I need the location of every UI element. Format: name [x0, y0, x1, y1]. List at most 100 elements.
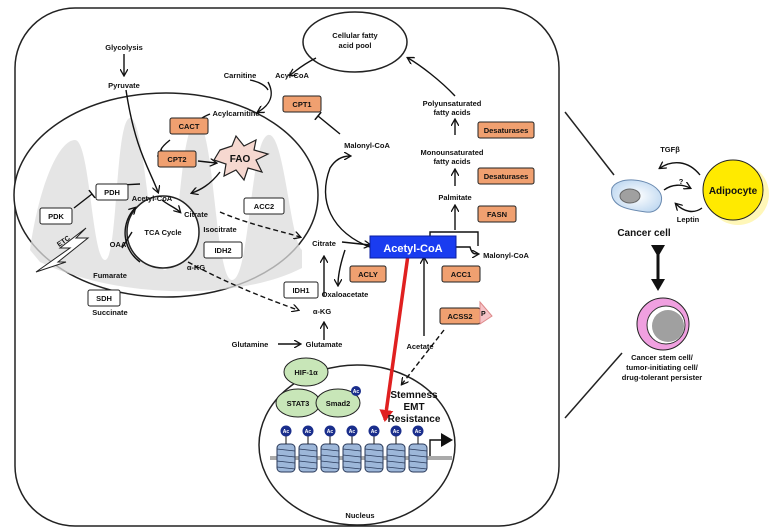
emt-label: EMT	[403, 402, 424, 413]
acetyl-marker-label: Ac	[349, 429, 356, 435]
svg-text:Desaturases: Desaturases	[484, 172, 529, 181]
acetyl-marker-icon	[280, 425, 292, 437]
cancer-cell-icon	[611, 179, 662, 213]
resistance-label: Resistance	[388, 414, 441, 425]
acetyl-marker-label: Ac	[393, 429, 400, 435]
acetyl-marker-label: Ac	[371, 429, 378, 435]
acetyl-marker-icon	[390, 425, 402, 437]
nucleosome: Ac	[386, 425, 406, 473]
stem-cell-label-3: drug-tolerant persister	[622, 373, 703, 382]
idh2-box: IDH2	[203, 241, 243, 259]
fasn-box: FASN	[477, 205, 517, 223]
svg-text:ACC1: ACC1	[451, 270, 471, 279]
svg-text:CPT1: CPT1	[292, 100, 311, 109]
pool-label-1: Cellular fatty	[332, 31, 378, 40]
desaturases-box-2: Desaturases	[477, 167, 535, 185]
acetyl-coa-hub: Acetyl-CoA	[369, 235, 457, 259]
question-label: ?	[679, 177, 684, 186]
tca-cycle	[126, 195, 200, 269]
pdk-box: PDK	[39, 207, 73, 225]
svg-text:Smad2: Smad2	[326, 399, 351, 408]
divider-top	[564, 111, 615, 176]
malonyl-coa-top-label: Malonyl-CoA	[344, 141, 390, 150]
nucleosome: Ac	[342, 425, 362, 473]
nucleosome: Ac	[298, 425, 318, 473]
svg-text:Adipocyte: Adipocyte	[709, 186, 758, 197]
acetyl-marker-label: Ac	[305, 429, 312, 435]
adipocyte-cell: Adipocyte	[702, 159, 769, 225]
svg-text:FASN: FASN	[487, 210, 507, 219]
svg-text:FAO: FAO	[230, 154, 251, 165]
pool-label-2: acid pool	[339, 41, 372, 50]
cpt2-box: CPT2	[157, 150, 197, 168]
glutamate-label: Glutamate	[306, 340, 343, 349]
stem-cell-label-2: tumor-initiating cell/	[626, 363, 699, 372]
acetate-label: Acetate	[406, 342, 433, 351]
svg-text:PDK: PDK	[48, 212, 64, 221]
stem-cell-label-1: Cancer stem cell/	[631, 353, 694, 362]
svg-text:Ac: Ac	[353, 389, 360, 395]
smad2-blob: Smad2 Ac	[315, 386, 361, 418]
acetyl-marker-label: Ac	[327, 429, 334, 435]
svg-text:Acetyl-CoA: Acetyl-CoA	[383, 243, 442, 255]
succinate-label: Succinate	[92, 308, 127, 317]
svg-text:HIF-1α: HIF-1α	[294, 368, 318, 377]
fao-burst-icon: FAO	[213, 134, 270, 182]
tgfb-label: TGFβ	[660, 145, 680, 154]
svg-text:ACLY: ACLY	[358, 270, 378, 279]
glutamine-label: Glutamine	[232, 340, 269, 349]
malonyl-coa-right-label: Malonyl-CoA	[483, 251, 529, 260]
acyl-coa-label: Acyl-CoA	[275, 71, 309, 80]
acetyl-marker-label: Ac	[415, 429, 422, 435]
monounsat-label-2: fatty acids	[433, 157, 470, 166]
pdh-box: PDH	[95, 183, 129, 201]
nucleosome: Ac	[408, 425, 428, 473]
pyruvate-label: Pyruvate	[108, 81, 140, 90]
acly-box: ACLY	[349, 265, 387, 283]
polyunsat-label-1: Polyunsaturated	[423, 99, 482, 108]
acetyl-marker-icon	[324, 425, 336, 437]
nucleosome: Ac	[320, 425, 340, 473]
akg-mito-label: α-KG	[187, 263, 206, 272]
tca-label: TCA Cycle	[144, 228, 181, 237]
nucleosome: Ac	[364, 425, 384, 473]
fumarate-label: Fumarate	[93, 271, 127, 280]
acetyl-marker-icon	[346, 425, 358, 437]
svg-text:CACT: CACT	[179, 122, 200, 131]
citrate-mito-label: Citrate	[184, 210, 208, 219]
chromatin: Ac Ac Ac Ac Ac Ac Ac	[270, 425, 453, 473]
isocitrate-label: Isocitrate	[203, 225, 236, 234]
acss2-box: ACSS2	[439, 307, 481, 325]
acetyl-marker-label: Ac	[283, 429, 290, 435]
leptin-label: Leptin	[677, 215, 700, 224]
etc-bolt-icon	[35, 227, 90, 273]
acetyl-coa-mito-label: Acetyl-CoA	[132, 194, 173, 203]
divider-bottom	[564, 352, 623, 419]
desaturases-box-1: Desaturases	[477, 121, 535, 139]
svg-text:IDH2: IDH2	[214, 246, 231, 255]
phospho-marker: P	[479, 300, 493, 325]
citrate-cyto-label: Citrate	[312, 239, 336, 248]
sdh-box: SDH	[87, 289, 121, 307]
oaa-label: OAA	[110, 240, 127, 249]
stat3-blob: STAT3	[275, 388, 321, 418]
nucleosome: Ac	[276, 425, 296, 473]
acetyl-transfer-arrow	[379, 254, 410, 422]
svg-text:CPT2: CPT2	[167, 155, 186, 164]
idh1-box: IDH1	[283, 281, 319, 299]
stemness-label: Stemness	[390, 390, 438, 401]
svg-text:P: P	[481, 311, 486, 318]
carnitine-label: Carnitine	[224, 71, 257, 80]
polyunsat-label-2: fatty acids	[433, 108, 470, 117]
stem-cell-icon	[636, 297, 690, 351]
acetyl-marker-icon	[412, 425, 424, 437]
oxaloacetate-label: Oxaloacetate	[322, 290, 369, 299]
svg-text:ACC2: ACC2	[254, 202, 274, 211]
svg-text:STAT3: STAT3	[287, 399, 310, 408]
hif1a-blob: HIF-1α	[283, 357, 329, 387]
monounsat-label-1: Monounsaturated	[421, 148, 484, 157]
akg-cyto-label: α-KG	[313, 307, 332, 316]
nucleus-label: Nucleus	[345, 511, 374, 520]
